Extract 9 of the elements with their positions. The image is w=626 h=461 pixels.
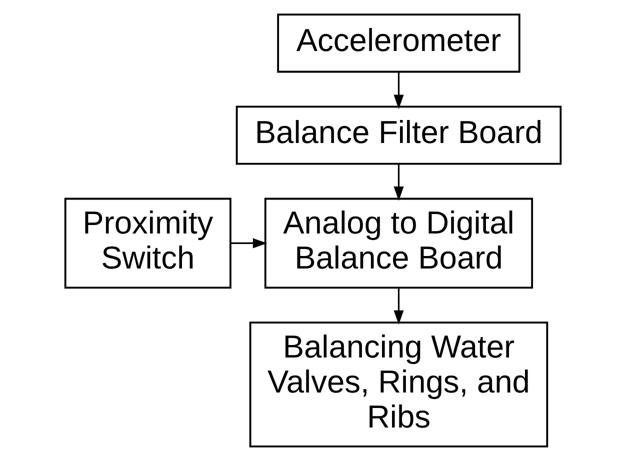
arrow <box>394 288 404 325</box>
arrow <box>394 164 404 201</box>
node-box: Balancing Water Valves, Rings, and Ribs <box>249 322 548 448</box>
arrow <box>394 72 404 110</box>
node-box: Proximity Switch <box>64 198 232 289</box>
node-box: Accelerometer <box>277 14 520 73</box>
node-box: Balance Filter Board <box>236 106 562 165</box>
arrow <box>230 238 268 248</box>
node-box: Analog to Digital Balance Board <box>264 198 534 289</box>
